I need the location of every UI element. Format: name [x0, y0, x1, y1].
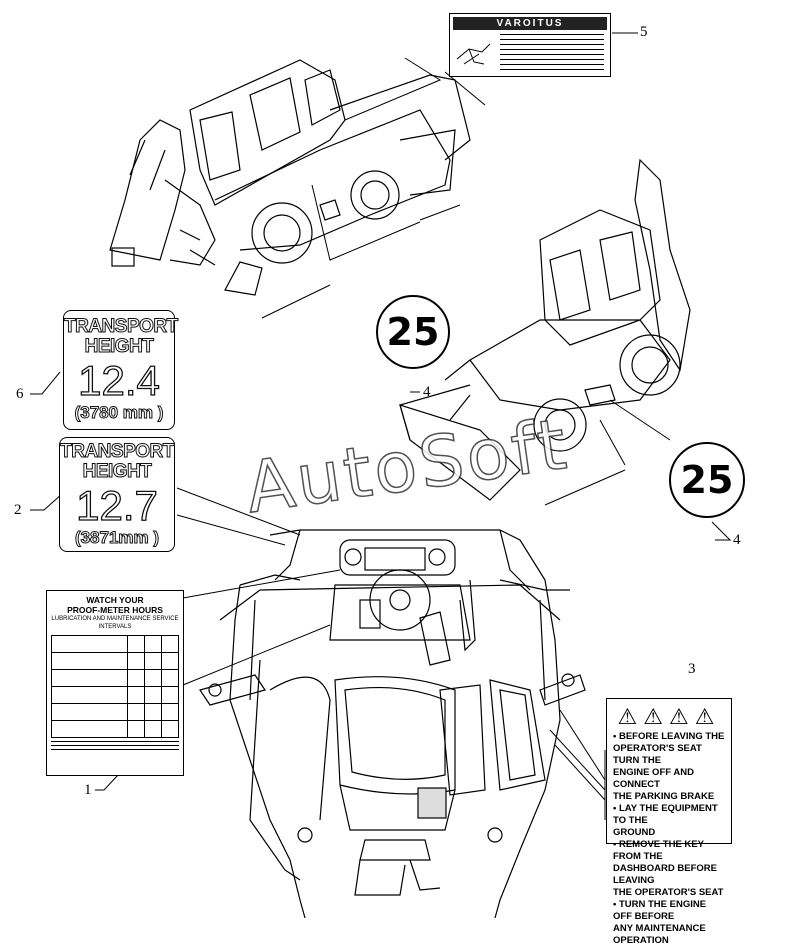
decal6-metric: (3780 mm ): [74, 403, 164, 423]
decal-varoitus: VAROITUS: [449, 13, 611, 77]
decal-operator-warning: ⚠⚠⚠⚠ • BEFORE LEAVING THE OPERATOR'S SEA…: [606, 698, 732, 946]
decal-transport-height-12-4: TRANSPORT HEIGHT 12.4 (3780 mm ): [63, 310, 179, 430]
varoitus-title: VAROITUS: [453, 17, 607, 30]
warning-line: ENGINE OFF AND CONNECT: [613, 767, 694, 790]
warning-triangle-icons: ⚠⚠⚠⚠: [617, 704, 721, 729]
service-title-2: PROOF-METER HOURS: [67, 605, 163, 615]
warning-line: DASHBOARD BEFORE LEAVING: [613, 863, 717, 886]
decal6-line1: TRANSPORT: [64, 316, 179, 337]
callout-6: 6: [16, 386, 24, 402]
service-title-1: WATCH YOUR: [86, 595, 144, 605]
decal-service-intervals: WATCH YOUR PROOF-METER HOURS LUBRICATION…: [46, 590, 184, 776]
decal2-value: 12.7: [75, 482, 158, 529]
decal2-line1: TRANSPORT: [60, 441, 175, 462]
speed-decal-25-top: 25: [376, 295, 450, 369]
backhoe-loader-front-view: [399, 158, 691, 501]
service-table: [50, 635, 179, 738]
warning-line: • REMOVE THE KEY FROM THE: [613, 839, 704, 862]
diagram-drawing: [30, 32, 732, 918]
warning-line: THE PARKING BRAKE: [613, 791, 715, 802]
callout-3: 3: [688, 661, 696, 677]
decal-transport-height-12-7: TRANSPORT HEIGHT 12.7 (3871mm ): [59, 437, 175, 552]
callout-5: 5: [640, 24, 648, 40]
decal6-line2: HEIGHT: [84, 336, 154, 357]
hand-hazard-icon: [456, 43, 491, 65]
backhoe-loader-rear-view: [109, 59, 471, 296]
parts-diagram: AutoSoft VAROITUS TRANSPORT HEIGHT 12.4 …: [14, 13, 745, 946]
callout-1: 1: [84, 782, 92, 798]
warning-line: • BEFORE LEAVING THE: [613, 731, 725, 742]
service-footnote: [51, 741, 179, 753]
cab-interior: [199, 529, 586, 918]
varoitus-text-block: [500, 34, 604, 70]
decal2-metric: (3871mm ): [74, 528, 160, 548]
warning-line: GROUND: [613, 827, 656, 838]
service-subtitle: LUBRICATION AND MAINTENANCE SERVICE INTE…: [51, 616, 179, 630]
speed-decal-25-right: 25: [669, 442, 745, 518]
warning-line: • TURN THE ENGINE OFF BEFORE: [613, 899, 707, 922]
callout-4-right: 4: [733, 532, 741, 548]
callout-4-top: 4: [423, 384, 431, 400]
warning-line: • LAY THE EQUIPMENT TO THE: [613, 803, 718, 826]
warning-line: ANY MAINTENANCE OPERATION: [613, 923, 706, 946]
decal6-value: 12.4: [77, 357, 160, 404]
decal2-line2: HEIGHT: [82, 461, 152, 482]
warning-line: THE OPERATOR'S SEAT: [613, 887, 724, 898]
warning-line: OPERATOR'S SEAT TURN THE: [613, 743, 702, 766]
callout-2: 2: [14, 502, 22, 518]
